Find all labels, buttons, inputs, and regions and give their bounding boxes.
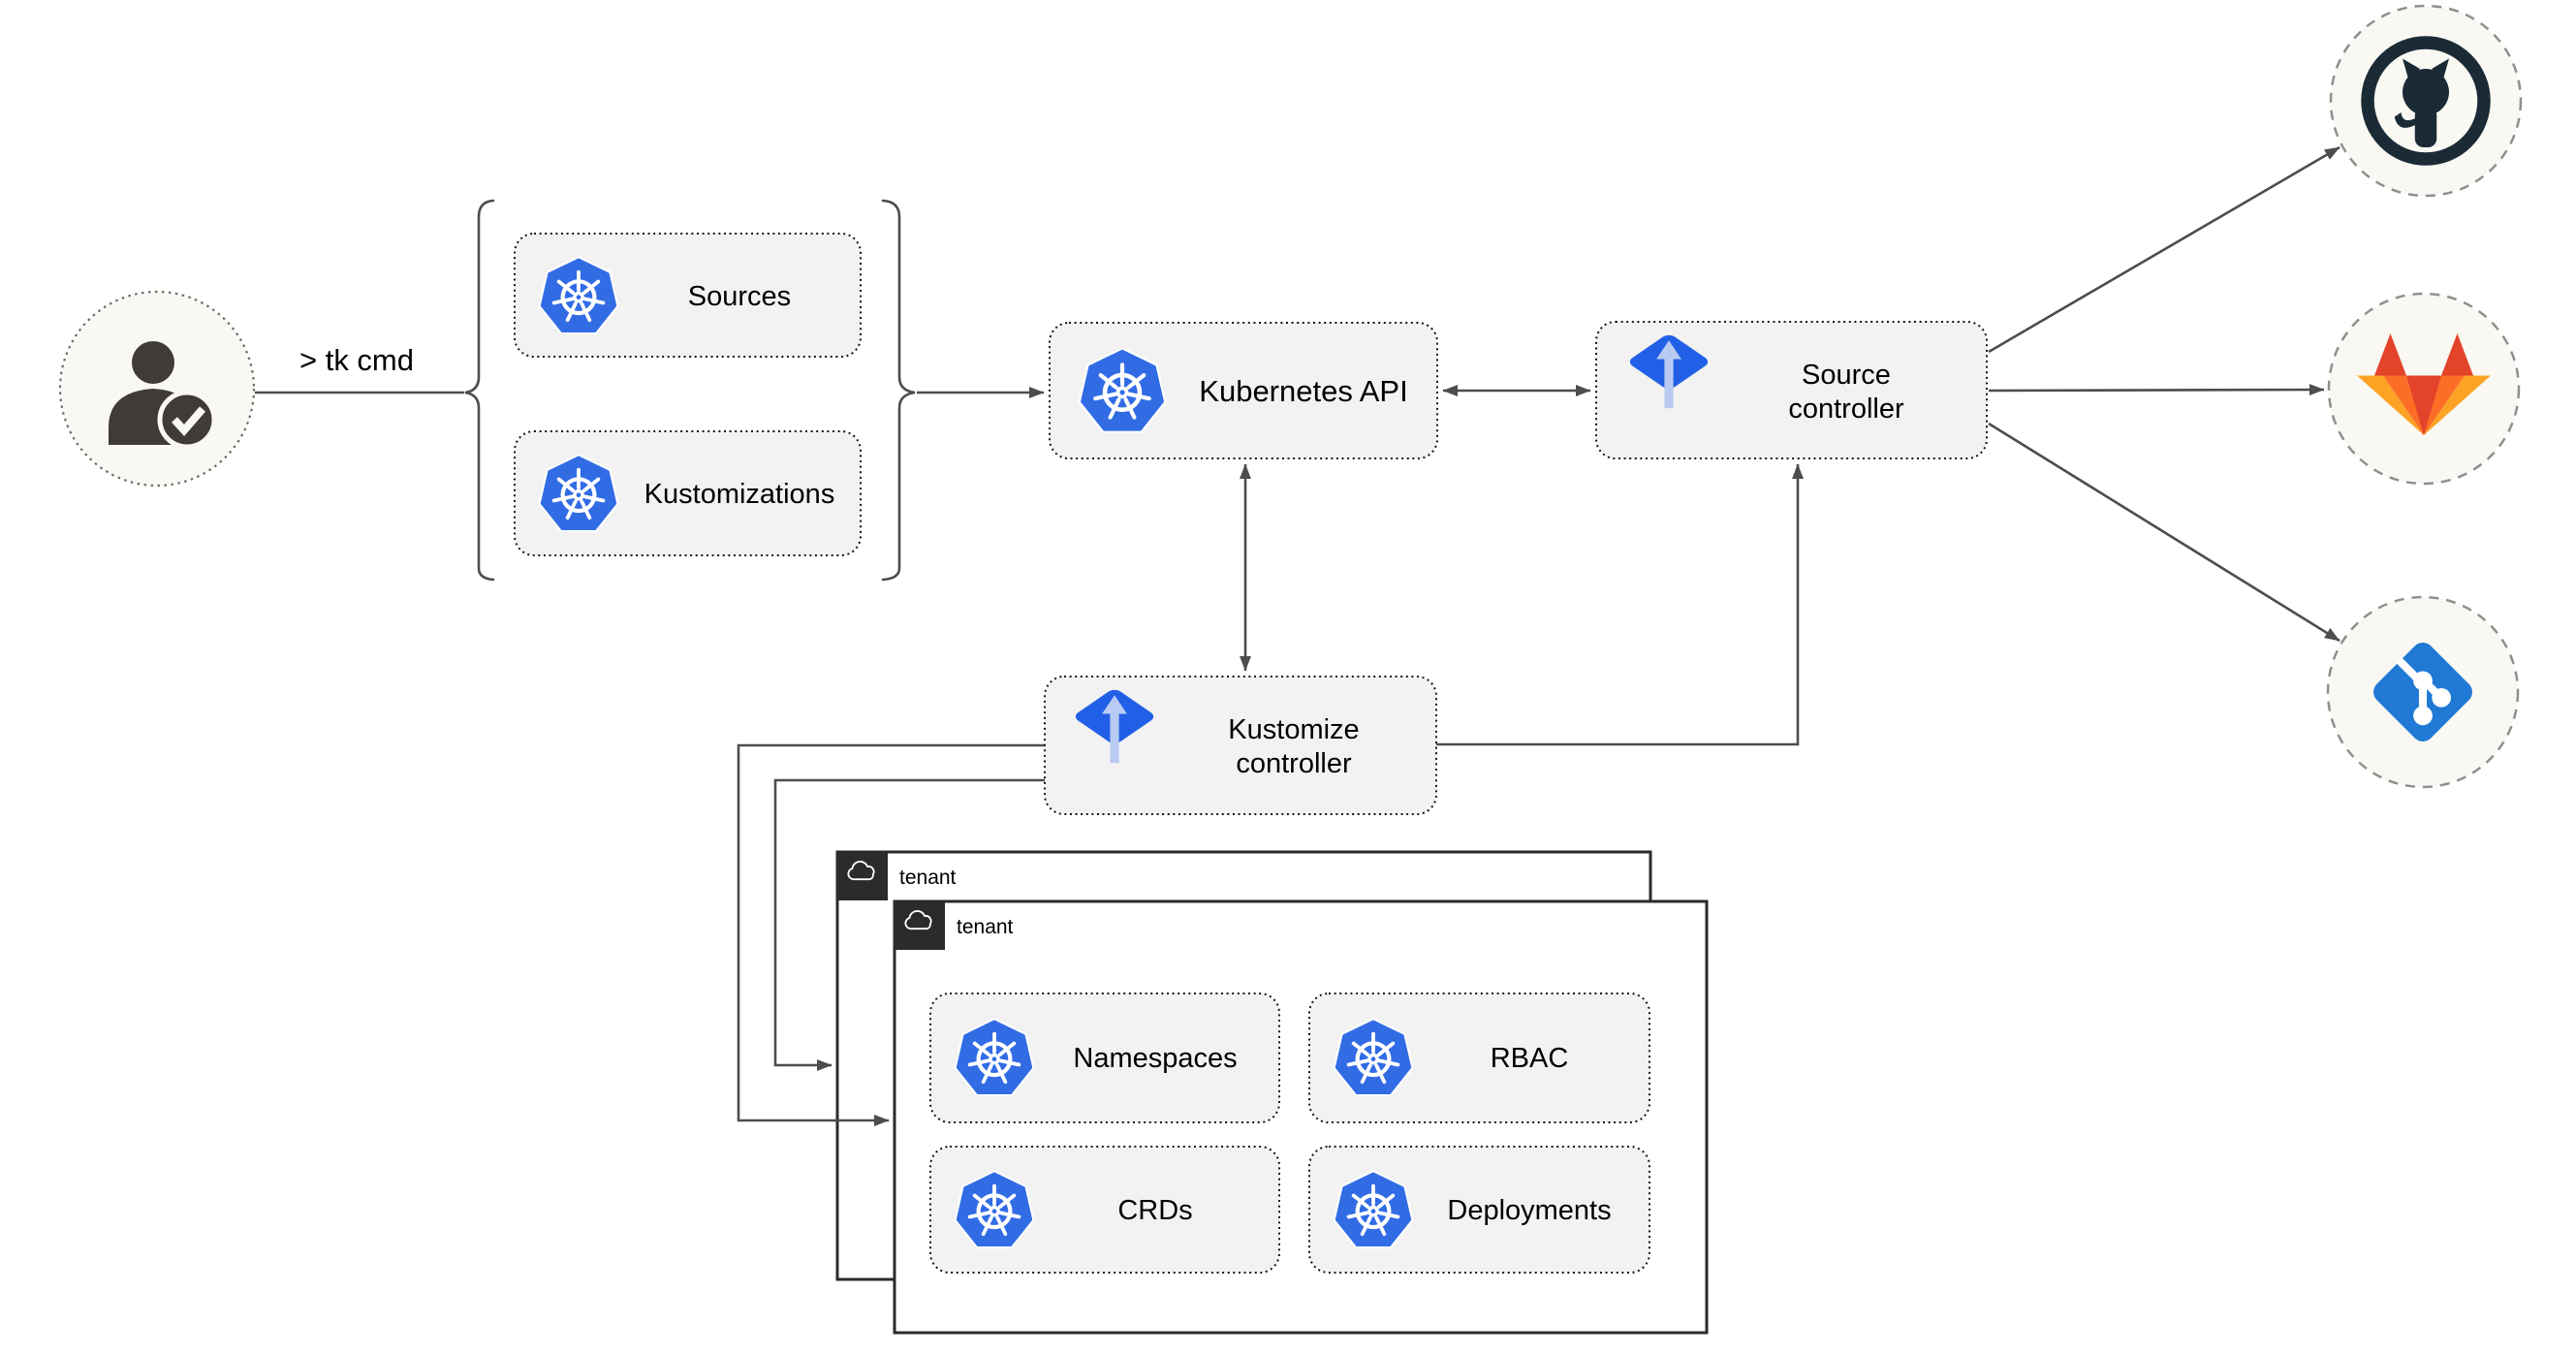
kubernetes-api-box: Kubernetes API (1049, 322, 1438, 459)
kustomize-controller-label-line2: controller (1236, 748, 1352, 779)
crds-label: CRDs (1117, 1195, 1192, 1226)
kustomize-controller-label-line1: Kustomize (1228, 714, 1359, 745)
kubernetes-icon (1081, 350, 1164, 431)
kustomize-controller-box: Kustomize controller (1044, 676, 1437, 815)
tenant-back-label: tenant (899, 867, 957, 889)
deployments-label: Deployments (1447, 1195, 1611, 1226)
github-circle (2329, 4, 2523, 198)
sources-label: Sources (688, 281, 791, 312)
toolkit-group-braces (464, 199, 916, 582)
kubernetes-icon (1335, 1020, 1412, 1094)
connector-source-to-git (1988, 422, 2340, 643)
namespaces-label: Namespaces (1073, 1043, 1237, 1074)
connector-kustomize-to-source-controller (1436, 463, 1804, 746)
kubernetes-api-label: Kubernetes API (1199, 374, 1407, 408)
deployments-box: Deployments (1308, 1146, 1650, 1274)
kubernetes-icon (957, 1172, 1033, 1246)
git-circle (2326, 595, 2520, 789)
user-icon (58, 290, 256, 488)
connector-source-to-github (1988, 145, 2340, 354)
kustomizations-box: Kustomizations (514, 430, 862, 556)
connector-source-to-gitlab (1988, 384, 2325, 396)
gitlab-circle (2327, 292, 2521, 486)
crds-box: CRDs (929, 1146, 1280, 1274)
connector-kustomize-to-front-tenant (737, 743, 1045, 1126)
kubernetes-icon (541, 456, 617, 530)
sources-box: Sources (514, 233, 862, 358)
source-controller-box: Source controller (1595, 321, 1988, 459)
kubernetes-icon (1335, 1172, 1412, 1246)
user-check-badge (157, 390, 217, 450)
left-brace (464, 199, 495, 582)
connectors (255, 145, 2340, 1126)
source-controller-label-line2: controller (1788, 394, 1904, 425)
tenant-front-label: tenant (957, 916, 1014, 938)
source-controller-label-line1: Source (1802, 360, 1891, 391)
connector-kustomize-to-back-tenant (773, 778, 1045, 1071)
rbac-label: RBAC (1491, 1043, 1569, 1074)
kubernetes-icon (957, 1020, 1033, 1094)
kubernetes-icon (541, 258, 617, 332)
kustomizations-label: Kustomizations (644, 479, 835, 510)
namespaces-box: Namespaces (929, 993, 1280, 1123)
tk-cmd-label: > tk cmd (299, 343, 414, 377)
rbac-box: RBAC (1308, 993, 1650, 1123)
right-brace (881, 199, 916, 582)
check-icon (172, 406, 206, 437)
